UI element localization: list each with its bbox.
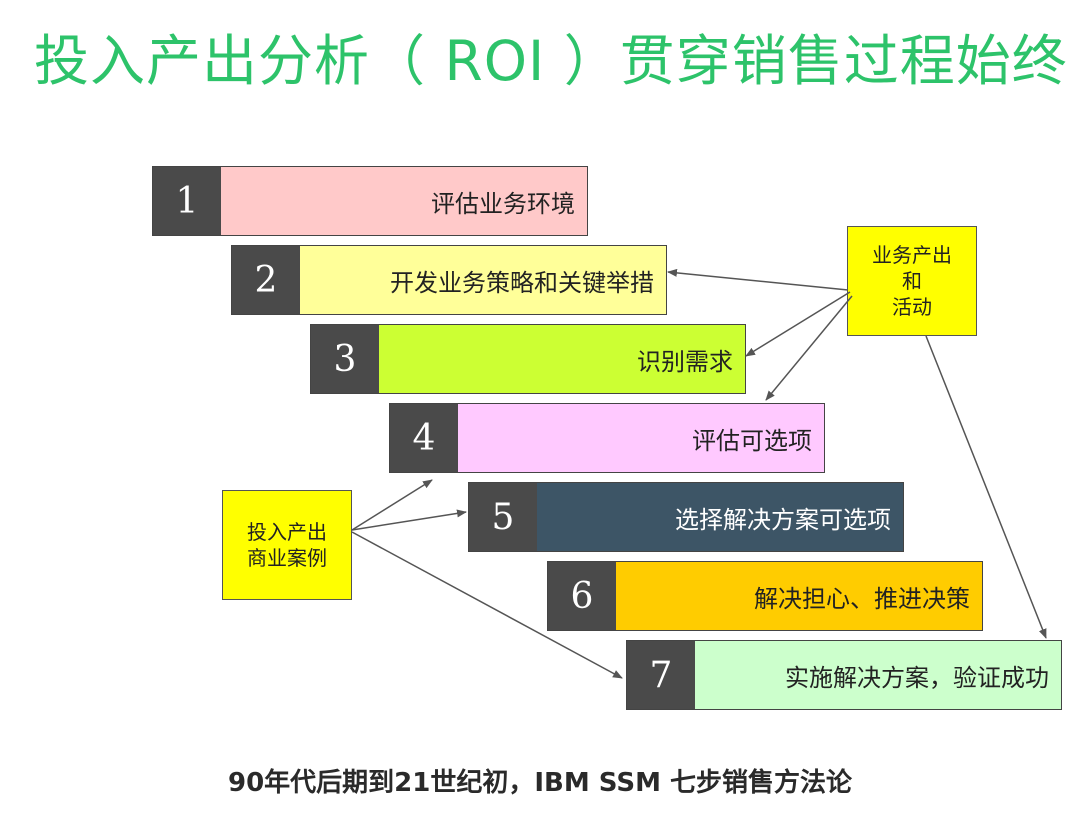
- step-label: 评估可选项: [458, 404, 824, 472]
- step-6: 6 解决担心、推进决策: [547, 561, 983, 631]
- note-line: 业务产出: [872, 243, 952, 267]
- step-1: 1 评估业务环境: [152, 166, 588, 236]
- step-label: 识别需求: [379, 325, 745, 393]
- step-number: 5: [469, 483, 537, 551]
- note-line: 商业案例: [247, 546, 327, 570]
- arrow-to-step-4-left: [351, 479, 433, 531]
- arrow-to-step-7-right: [925, 335, 1047, 639]
- step-label: 开发业务策略和关键举措: [300, 246, 666, 314]
- note-line: 活动: [892, 295, 932, 319]
- step-2: 2 开发业务策略和关键举措: [231, 245, 667, 315]
- step-5: 5 选择解决方案可选项: [468, 482, 904, 552]
- step-number: 1: [153, 167, 221, 235]
- step-number: 3: [311, 325, 379, 393]
- step-number: 6: [548, 562, 616, 630]
- arrow-to-step-4: [765, 295, 853, 401]
- arrow-to-step-3: [745, 291, 851, 357]
- step-label: 实施解决方案，验证成功: [695, 641, 1061, 709]
- step-number: 2: [232, 246, 300, 314]
- arrow-to-step-5: [351, 509, 467, 531]
- note-roi-business-case: 投入产出 商业案例: [222, 490, 352, 600]
- step-4: 4 评估可选项: [389, 403, 825, 473]
- step-label: 选择解决方案可选项: [537, 483, 903, 551]
- arrow-to-step-2: [667, 268, 849, 291]
- page-title: 投入产出分析（ ROI ）贯穿销售过程始终: [34, 29, 1068, 93]
- arrow-to-step-7-left: [351, 531, 623, 679]
- step-3: 3 识别需求: [310, 324, 746, 394]
- note-line: 和: [902, 269, 922, 293]
- step-number: 7: [627, 641, 695, 709]
- note-business-outcomes: 业务产出 和 活动: [847, 226, 977, 336]
- note-line: 投入产出: [247, 520, 327, 544]
- step-number: 4: [390, 404, 458, 472]
- footer-caption: 90年代后期到21世纪初，IBM SSM 七步销售方法论: [228, 768, 852, 798]
- step-7: 7 实施解决方案，验证成功: [626, 640, 1062, 710]
- step-label: 解决担心、推进决策: [616, 562, 982, 630]
- step-label: 评估业务环境: [221, 167, 587, 235]
